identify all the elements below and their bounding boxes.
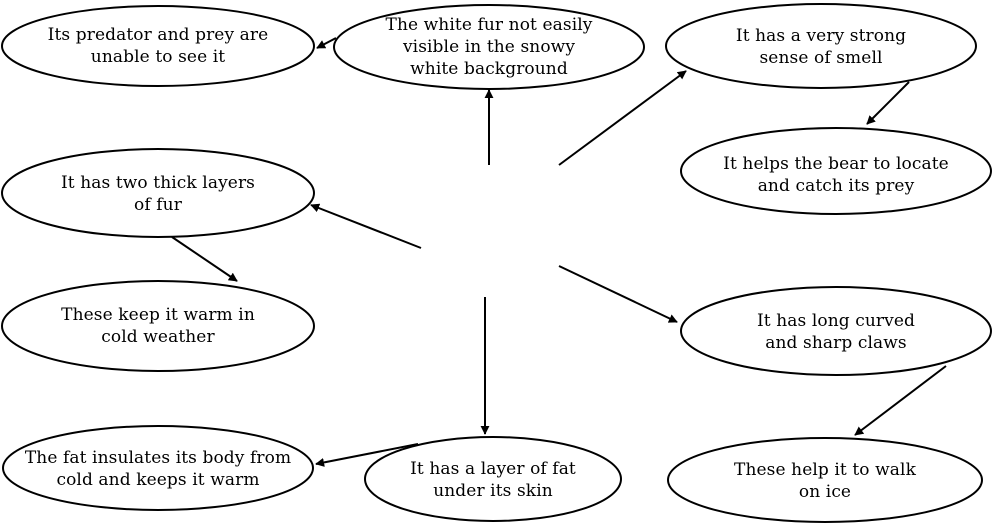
node-locate-prey-label: It helps the bear to locate and catch it… bbox=[686, 153, 986, 197]
node-warm-line-2: cold weather bbox=[101, 327, 215, 347]
node-smell-ellipse bbox=[665, 3, 977, 89]
node-white-fur-label: The white fur not easily visible in the … bbox=[339, 13, 639, 81]
arrow-center-to-smell bbox=[558, 70, 687, 166]
arrow-white-fur-to-predator-prey bbox=[316, 37, 337, 49]
node-fat-layer-ellipse bbox=[364, 436, 622, 522]
node-warm-line-1: These keep it warm in bbox=[61, 305, 255, 325]
arrow-fat-layer-to-insulates bbox=[315, 443, 419, 467]
node-insulates-line-1: The fat insulates its body from bbox=[24, 448, 292, 468]
node-claws-line-1: It has long curved bbox=[756, 311, 915, 331]
node-fat-layer-line-2: under its skin bbox=[433, 481, 553, 501]
node-locate-prey-line-2: and catch its prey bbox=[757, 176, 915, 196]
node-claws-label: It has long curved and sharp claws bbox=[686, 310, 986, 354]
arrow-center-to-claws bbox=[558, 265, 678, 323]
node-walk-ice-ellipse bbox=[667, 437, 983, 523]
node-insulates-label: The fat insulates its body from cold and… bbox=[3, 447, 313, 491]
node-locate-prey-ellipse bbox=[680, 127, 992, 215]
arrow-two-layers-to-warm bbox=[171, 236, 238, 282]
node-two-layers-ellipse bbox=[1, 148, 315, 238]
node-claws-ellipse bbox=[680, 286, 992, 376]
node-smell-line-2: sense of smell bbox=[759, 48, 883, 68]
node-walk-ice-line-1: These help it to walk bbox=[734, 460, 916, 480]
node-warm-label: These keep it warm in cold weather bbox=[8, 304, 308, 348]
node-two-layers-label: It has two thick layers of fur bbox=[8, 172, 308, 216]
node-walk-ice-line-2: on ice bbox=[798, 482, 852, 502]
node-locate-prey-line-1: It helps the bear to locate bbox=[723, 154, 949, 174]
node-two-layers-line-1: It has two thick layers bbox=[60, 173, 255, 193]
node-claws-line-2: and sharp claws bbox=[765, 333, 907, 353]
node-predator-prey-label: Its predator and prey are unable to see … bbox=[8, 24, 308, 68]
node-warm-ellipse bbox=[1, 280, 315, 372]
node-smell-line-1: It has a very strong bbox=[735, 26, 907, 46]
node-predator-prey-ellipse bbox=[1, 5, 315, 87]
node-predator-prey-line-1: Its predator and prey are bbox=[47, 25, 269, 45]
node-predator-prey-line-2: unable to see it bbox=[90, 47, 226, 67]
node-white-fur-ellipse bbox=[333, 4, 645, 90]
node-fat-layer-label: It has a layer of fat under its skin bbox=[373, 458, 613, 502]
node-fat-layer-line-1: It has a layer of fat bbox=[410, 459, 576, 479]
node-white-fur-line-2: visible in the snowy bbox=[402, 37, 576, 57]
node-walk-ice-label: These help it to walk on ice bbox=[675, 459, 975, 503]
node-insulates-line-2: cold and keeps it warm bbox=[56, 470, 260, 490]
node-white-fur-line-3: white background bbox=[410, 59, 568, 79]
arrow-claws-to-walk-ice bbox=[854, 365, 947, 436]
node-insulates-ellipse bbox=[2, 425, 314, 511]
node-two-layers-line-2: of fur bbox=[134, 195, 182, 215]
arrow-center-to-two-layers bbox=[310, 203, 422, 249]
node-white-fur-line-1: The white fur not easily bbox=[385, 15, 593, 35]
node-smell-label: It has a very strong sense of smell bbox=[671, 25, 971, 69]
arrow-smell-to-locate-prey bbox=[866, 81, 910, 125]
